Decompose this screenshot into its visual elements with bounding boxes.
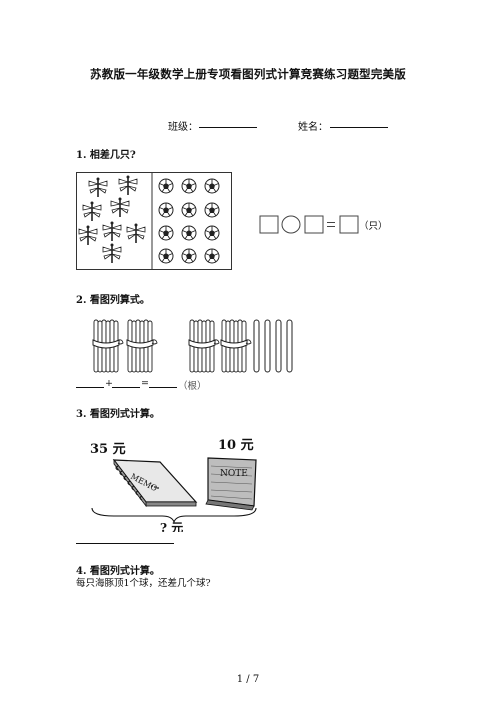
question-1-label: 1. 相差几只? bbox=[76, 150, 136, 161]
page-title: 苏教版一年级数学上册专项看图列式计算竞赛练习题型完美版 bbox=[90, 67, 406, 81]
stick-bundle-icon bbox=[188, 319, 220, 373]
single-stick-icon bbox=[275, 319, 282, 373]
question-4-label: 4. 看图列式计算。 bbox=[76, 566, 160, 577]
question-2-label: 2. 看图列算式。 bbox=[76, 295, 150, 306]
soccer-ball-icon bbox=[181, 225, 197, 241]
q2-blank-2[interactable] bbox=[112, 377, 140, 388]
stick-bundle-icon bbox=[92, 319, 124, 373]
q3-unknown-price: ? 元 bbox=[160, 521, 183, 532]
class-blank[interactable] bbox=[199, 117, 257, 128]
equals-sign: = bbox=[141, 378, 149, 389]
q1-equation-template bbox=[259, 215, 359, 234]
dragonfly-icon bbox=[110, 196, 130, 218]
single-stick-icon bbox=[253, 319, 260, 373]
answer-box[interactable] bbox=[304, 215, 324, 234]
soccer-ball-icon bbox=[158, 202, 174, 218]
dragonfly-icon bbox=[78, 224, 98, 246]
plus-sign: + bbox=[105, 378, 113, 389]
dragonfly-icon bbox=[126, 222, 146, 244]
soccer-ball-icon bbox=[181, 202, 197, 218]
q2-blank-3[interactable] bbox=[149, 377, 177, 388]
dragonfly-icon bbox=[118, 174, 138, 196]
soccer-ball-icon bbox=[181, 248, 197, 264]
stick-bundle-icon bbox=[126, 319, 158, 373]
memo-price: 35 元 bbox=[90, 442, 126, 457]
soccer-ball-icon bbox=[204, 225, 220, 241]
single-stick-icon bbox=[286, 319, 293, 373]
q2-sticks-picture bbox=[92, 319, 293, 373]
name-blank[interactable] bbox=[330, 117, 388, 128]
q1-picture bbox=[76, 172, 232, 270]
dragonfly-icon bbox=[102, 242, 122, 264]
soccer-ball-icon bbox=[158, 178, 174, 194]
class-label: 班级： bbox=[168, 122, 198, 133]
q3-answer-blank[interactable] bbox=[76, 533, 174, 544]
curly-brace bbox=[91, 507, 257, 524]
q1-unit: （只） bbox=[359, 221, 388, 232]
soccer-ball-icon bbox=[158, 225, 174, 241]
memo-notebook-icon: MEMO bbox=[112, 458, 198, 508]
dragonfly-icon bbox=[102, 220, 122, 242]
answer-box[interactable] bbox=[259, 215, 279, 234]
q2-blank-1[interactable] bbox=[76, 377, 104, 388]
name-label: 姓名： bbox=[298, 122, 328, 133]
dragonfly-icon bbox=[82, 200, 102, 222]
stick-bundle-icon bbox=[220, 319, 252, 373]
single-stick-icon bbox=[264, 319, 271, 373]
operator-circle[interactable] bbox=[281, 215, 301, 234]
question-4-text: 每只海豚顶1个球，还差几个球? bbox=[76, 578, 211, 589]
soccer-ball-icon bbox=[204, 178, 220, 194]
note-price: 10 元 bbox=[218, 438, 254, 453]
question-3-label: 3. 看图列式计算。 bbox=[76, 409, 160, 420]
q2-unit: （根） bbox=[178, 381, 207, 392]
note-notebook-icon: NOTE bbox=[205, 457, 257, 511]
note-cover-text: NOTE bbox=[220, 469, 248, 479]
soccer-ball-icon bbox=[158, 248, 174, 264]
soccer-ball-icon bbox=[204, 202, 220, 218]
page-number: 1 / 7 bbox=[236, 674, 260, 685]
answer-box[interactable] bbox=[339, 215, 359, 234]
soccer-ball-icon bbox=[204, 248, 220, 264]
q3-notebooks-picture: 35 元 10 元 MEMO NOTE ? 元 bbox=[90, 438, 257, 532]
soccer-ball-icon bbox=[181, 178, 197, 194]
dragonfly-icon bbox=[88, 176, 108, 198]
